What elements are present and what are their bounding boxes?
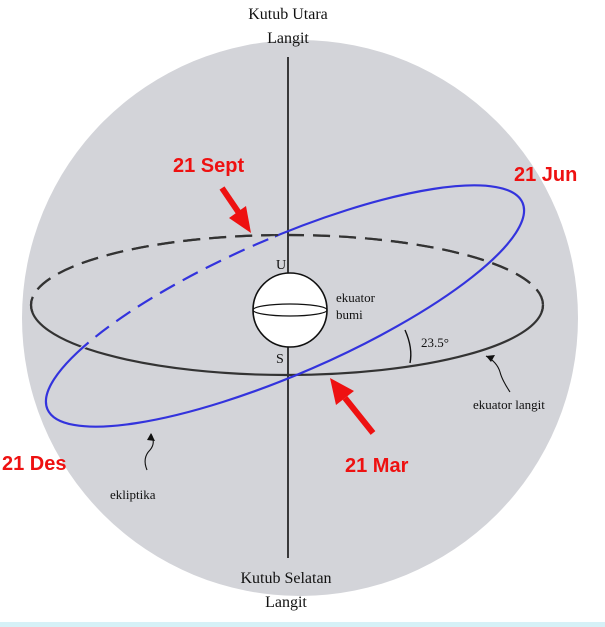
bottom-strip (0, 622, 605, 627)
celestial-equator-back-overlay (29, 233, 545, 312)
earth-equator-label-line2: bumi (336, 307, 363, 322)
earth-globe (252, 272, 328, 348)
celestial-equator-label: ekuator langit (473, 397, 545, 412)
south-pole-label: Kutub Selatan (240, 570, 331, 587)
celestial-equator-front (31, 312, 543, 377)
north-pole-label: Kutub Utara (248, 6, 328, 23)
angle-arc (404, 329, 412, 364)
date-label-des: 21 Des (2, 453, 67, 475)
arrow-sept (219, 186, 251, 233)
date-label-sept: 21 Sept (173, 155, 244, 177)
angle-label: 23.5° (421, 335, 449, 350)
ecliptic-pointer-head (147, 433, 155, 441)
arrow-mar (330, 378, 376, 435)
ecliptic-label: ekliptika (110, 487, 156, 502)
earth-equator-label: ekuator (336, 290, 376, 305)
south-marker: S (276, 352, 284, 367)
north-pole-label-line2: Langit (267, 30, 309, 47)
date-label-mar: 21 Mar (345, 455, 409, 477)
celestial-equator-pointer-head (486, 355, 495, 362)
earth-equator (252, 303, 328, 317)
date-label-jun: 21 Jun (514, 164, 577, 186)
south-pole-label-line2: Langit (265, 594, 307, 611)
north-marker: U (276, 258, 286, 273)
ecliptic-dashed (44, 184, 275, 350)
